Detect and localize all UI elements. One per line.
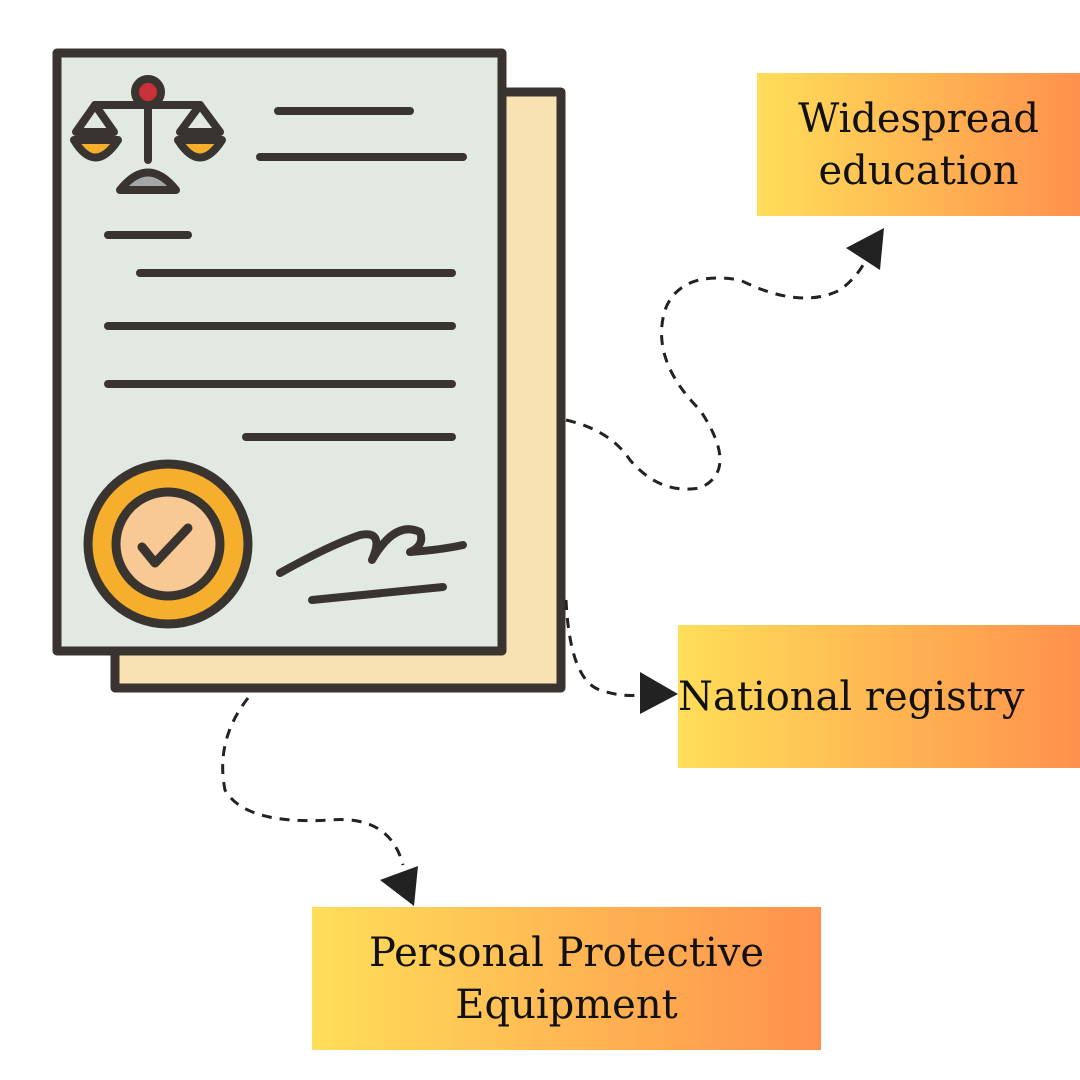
scales-of-justice-icon [70, 75, 226, 194]
label-national-registry: National registry [678, 625, 1080, 768]
label-text: Personal Protective Equipment [368, 929, 765, 1028]
label-text: Widespread education [798, 95, 1039, 194]
arrowhead-icon [380, 866, 418, 906]
label-personal-protective-equipment: Personal Protective Equipment [312, 907, 821, 1050]
arrow-to-ppe [221, 697, 405, 866]
signature-icon [276, 525, 467, 604]
arrow-to-registry [564, 599, 641, 697]
arrow-to-education [565, 254, 870, 491]
label-text: National registry [678, 673, 1025, 720]
text-lines [104, 107, 467, 441]
arrowhead-icon [640, 672, 678, 714]
arrowhead-icon [846, 228, 884, 270]
connector-arrows [221, 254, 870, 866]
check-seal-icon [83, 459, 253, 629]
label-widespread-education: Widespread education [757, 73, 1080, 216]
